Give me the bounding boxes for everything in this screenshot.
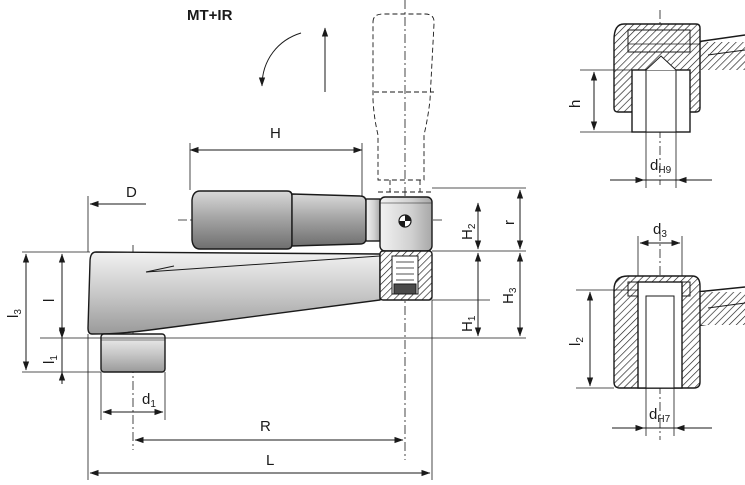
label-dH9: dH9 [650, 157, 672, 176]
dimension-H: H [189, 125, 363, 196]
label-H: H [270, 125, 281, 142]
dimension-d1: d1 [100, 372, 166, 420]
label-h: h [567, 100, 584, 108]
label-l2: l2 [567, 337, 586, 346]
detail-through-hole: d3 l2 dH7 [567, 221, 745, 440]
dimension-r: r [501, 189, 524, 250]
dimension-L: L [87, 300, 433, 480]
dimension-D: D [87, 184, 146, 252]
dimension-R: R [134, 418, 404, 444]
label-d3: d3 [653, 221, 667, 240]
dimension-H3: H3 [500, 252, 524, 337]
label-D: D [126, 184, 137, 201]
handle-grip [191, 190, 381, 250]
label-H1: H1 [459, 315, 478, 332]
pivot-head [379, 196, 433, 252]
crank-arm [87, 250, 433, 335]
label-l: l [41, 299, 58, 302]
dimension-l: l [41, 253, 66, 337]
detail-blind-hole: h dH9 [567, 10, 745, 188]
label-l3: l3 [5, 309, 24, 318]
label-H2: H2 [459, 223, 478, 240]
rotation-symbol [258, 27, 329, 92]
label-H3: H3 [500, 287, 519, 304]
label-dH7: dH7 [649, 406, 671, 425]
diagram-title: MT+IR [187, 7, 233, 24]
hub [100, 333, 166, 373]
dimension-l3: l3 [5, 253, 60, 373]
folded-handle-outline [372, 13, 435, 193]
dimension-H1: H1 [459, 252, 482, 337]
dimension-l1: l1 [41, 326, 66, 384]
label-d1: d1 [142, 391, 156, 410]
dimension-H2: H2 [459, 202, 482, 250]
label-L: L [266, 452, 274, 469]
label-r: r [501, 220, 518, 225]
label-l1: l1 [41, 355, 60, 364]
label-R: R [260, 418, 271, 435]
